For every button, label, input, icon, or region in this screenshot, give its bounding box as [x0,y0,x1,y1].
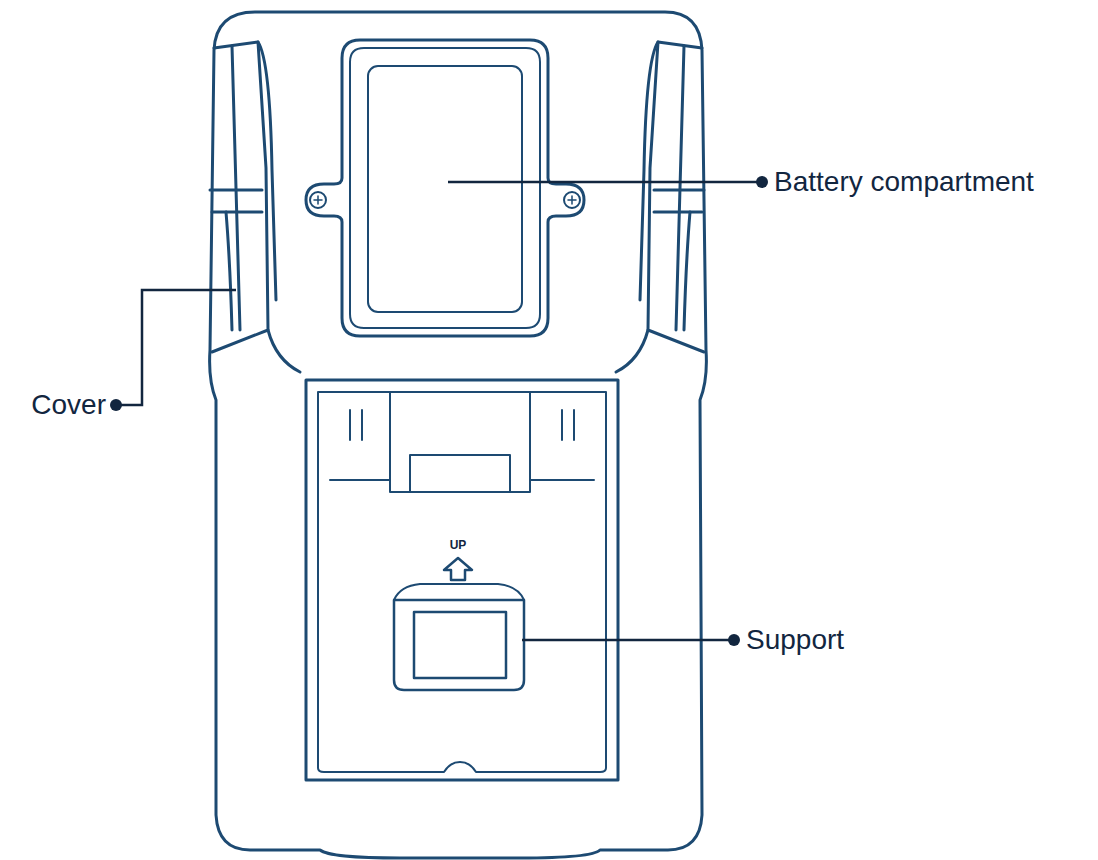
part-label: Support [746,625,844,656]
part-label: Cover [31,390,106,421]
part-label: Battery compartment [774,167,1034,198]
direction-mark: UP [450,539,467,552]
